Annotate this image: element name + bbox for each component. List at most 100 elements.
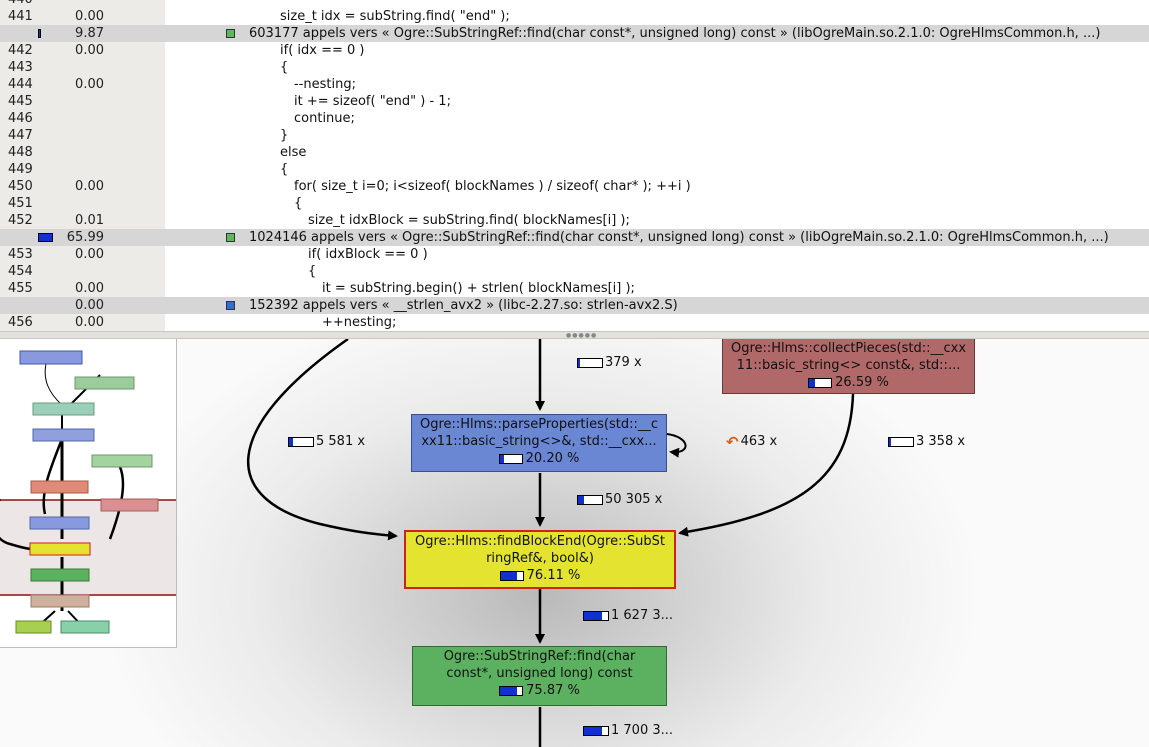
call-line[interactable]: 9.87 603177 appels vers « Ogre::SubStrin…	[0, 25, 1149, 42]
source-line[interactable]: 456 0.00 ++nesting;	[0, 314, 1149, 331]
source-line[interactable]: 454 {	[0, 263, 1149, 280]
graph-overview-panner[interactable]	[0, 339, 177, 648]
source-line[interactable]: 445 it += sizeof( "end" ) - 1;	[0, 93, 1149, 110]
source-line[interactable]: 443 {	[0, 59, 1149, 76]
call-count: 1 700 3...	[611, 723, 674, 738]
pane-splitter[interactable]: ●●●●●	[0, 331, 1149, 339]
line-number: 442	[8, 43, 33, 58]
source-line[interactable]: 446 continue;	[0, 110, 1149, 127]
edge-label-collect-in[interactable]: 3 358 x	[888, 434, 965, 450]
cost-gutter	[0, 0, 165, 331]
edge-label-self-loop[interactable]: ↶ 463 x	[726, 434, 777, 450]
line-number: 447	[8, 128, 33, 143]
line-number: 452	[8, 213, 33, 228]
edge-self-loop	[666, 433, 687, 458]
source-code: if( idx == 0 )	[280, 43, 365, 58]
node-parse-properties[interactable]: Ogre::Hlms::parseProperties(std::__cxx11…	[411, 414, 667, 472]
source-line[interactable]: 440	[0, 0, 1149, 8]
source-annotation-pane[interactable]: 440 441 0.00 size_t idx = subString.find…	[0, 0, 1149, 331]
call-count: 463 x	[740, 434, 778, 449]
source-code: {	[280, 60, 289, 75]
line-number: 448	[8, 145, 33, 160]
node-cost: 26.59 %	[808, 374, 889, 391]
node-cost: 20.20 %	[498, 450, 579, 467]
source-code: size_t idxBlock = subString.find( blockN…	[308, 213, 630, 228]
cost-bar	[499, 570, 524, 581]
edge-label-substr-out[interactable]: 1 700 3...	[583, 723, 673, 739]
source-line[interactable]: 449 {	[0, 161, 1149, 178]
edge-left-in	[246, 339, 398, 541]
source-line[interactable]: 453 0.00 if( idxBlock == 0 )	[0, 246, 1149, 263]
edge-collect-in	[678, 393, 855, 537]
line-number: 451	[8, 196, 33, 211]
source-code: {	[294, 196, 303, 211]
line-cost: 0.00	[75, 77, 104, 92]
call-bar	[577, 495, 603, 505]
cycle-arrow-icon: ↶	[726, 433, 739, 451]
node-label: Ogre::SubStringRef::find(char const*, un…	[443, 649, 636, 681]
line-cost: 9.87	[75, 26, 104, 41]
node-find-block-end[interactable]: Ogre::Hlms::findBlockEnd(Ogre::SubString…	[404, 530, 676, 589]
source-line[interactable]: 455 0.00 it = subString.begin() + strlen…	[0, 280, 1149, 297]
cost-bar	[808, 377, 833, 388]
source-line[interactable]: 441 0.00 size_t idx = subString.find( "e…	[0, 8, 1149, 25]
source-code: ++nesting;	[322, 315, 397, 330]
line-number: 440	[8, 0, 36, 8]
source-code: {	[308, 264, 317, 279]
line-number: 449	[8, 162, 33, 177]
node-substring-find[interactable]: Ogre::SubStringRef::find(char const*, un…	[412, 646, 667, 706]
edge-label-parse-to-find[interactable]: 50 305 x	[577, 492, 662, 508]
line-number: 443	[8, 60, 33, 75]
source-line[interactable]: 442 0.00 if( idx == 0 )	[0, 42, 1149, 59]
source-line[interactable]: 451 {	[0, 195, 1149, 212]
call-bar	[888, 437, 914, 447]
call-text: 152392 appels vers « __strlen_avx2 » (li…	[249, 298, 678, 313]
source-code: continue;	[294, 111, 355, 126]
cost-bar	[38, 29, 41, 38]
line-number: 445	[8, 94, 33, 109]
source-code: it += sizeof( "end" ) - 1;	[294, 94, 451, 109]
call-graph-pane[interactable]: Ogre::Hlms::parseProperties(std::__cxx11…	[0, 339, 1149, 747]
call-line[interactable]: 65.99 1024146 appels vers « Ogre::SubStr…	[0, 229, 1149, 246]
call-color-square	[226, 29, 235, 38]
source-code: {	[280, 162, 289, 177]
call-bar	[577, 358, 603, 368]
line-cost: 0.00	[75, 281, 104, 296]
source-code: if( idxBlock == 0 )	[308, 247, 428, 262]
call-count: 50 305 x	[605, 492, 663, 507]
node-collect-pieces[interactable]: Ogre::Hlms::collectPieces(std::__cxx11::…	[722, 339, 975, 394]
line-number: 454	[8, 264, 33, 279]
node-label: Ogre::Hlms::parseProperties(std::__cxx11…	[419, 417, 659, 449]
line-cost: 0.00	[75, 179, 104, 194]
cost-bar	[498, 453, 523, 464]
line-cost: 0.01	[75, 213, 104, 228]
source-code: }	[280, 128, 289, 143]
edge-label-left-in[interactable]: 5 581 x	[288, 434, 365, 450]
call-count: 379 x	[605, 355, 642, 370]
call-bar	[583, 726, 609, 736]
source-line[interactable]: 444 0.00 --nesting;	[0, 76, 1149, 93]
call-line[interactable]: 0.00 152392 appels vers « __strlen_avx2 …	[0, 297, 1149, 314]
source-line[interactable]: 452 0.01 size_t idxBlock = subString.fin…	[0, 212, 1149, 229]
edge-label-top-in[interactable]: 379 x	[577, 355, 642, 371]
source-line[interactable]: 448 else	[0, 144, 1149, 161]
line-cost: 0.00	[75, 315, 104, 330]
call-count: 1 627 3...	[611, 608, 674, 623]
call-bar	[583, 611, 609, 621]
line-number: 446	[8, 111, 33, 126]
source-line[interactable]: 450 0.00 for( size_t i=0; i<sizeof( bloc…	[0, 178, 1149, 195]
call-text: 1024146 appels vers « Ogre::SubStringRef…	[249, 230, 1109, 245]
call-bar	[288, 437, 314, 447]
edge-label-find-to-substr[interactable]: 1 627 3...	[583, 608, 673, 624]
source-code: it = subString.begin() + strlen( blockNa…	[322, 281, 635, 296]
node-percent: 75.87 %	[526, 683, 580, 698]
cost-bar	[38, 233, 53, 242]
line-number: 444	[8, 77, 33, 92]
line-number: 450	[8, 179, 33, 194]
call-count: 3 358 x	[916, 434, 966, 449]
overview-graph	[0, 350, 176, 634]
line-cost: 65.99	[66, 230, 104, 245]
source-code: for( size_t i=0; i<sizeof( blockNames ) …	[294, 179, 691, 194]
source-line[interactable]: 447 }	[0, 127, 1149, 144]
node-cost: 75.87 %	[499, 682, 580, 699]
